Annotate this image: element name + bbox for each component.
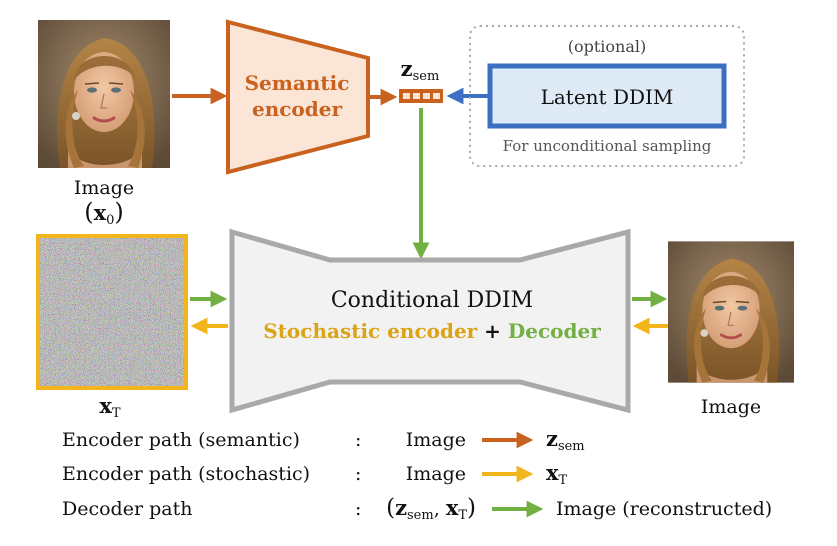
semantic-encoder-line1: Semantic	[245, 71, 350, 95]
conditional-ddim-subtitle: Stochastic encoder + Decoder	[263, 319, 601, 343]
latent-ddim-block	[487, 63, 727, 129]
legend-row1-to: zsem	[546, 426, 585, 454]
input-image-math: (x0)	[84, 198, 124, 228]
semantic-encoder-line2: encoder	[252, 97, 342, 121]
legend-row3-label: Decoder path	[62, 498, 192, 520]
optional-region	[469, 25, 745, 167]
legend-row3-colon: :	[355, 498, 361, 520]
legend: Encoder path (semantic) : Image zsem Enc…	[62, 426, 772, 523]
conditional-ddim-block	[229, 228, 631, 414]
legend-row2-to: xT	[546, 460, 568, 488]
legend-row2-from: Image	[406, 463, 466, 485]
input-image	[38, 20, 170, 168]
legend-row3-to: Image (reconstructed)	[556, 498, 772, 520]
legend-row1-label: Encoder path (semantic)	[62, 429, 300, 451]
input-image-label: Image	[74, 177, 134, 199]
noise-image-frame	[36, 234, 188, 390]
legend-row2-label: Encoder path (stochastic)	[62, 463, 310, 485]
latent-vector-icon	[399, 89, 443, 103]
output-image	[668, 239, 794, 385]
legend-row2-colon: :	[355, 463, 361, 485]
noise-label: xT	[99, 393, 121, 421]
latent-ddim-title: Latent DDIM	[541, 85, 674, 109]
semantic-encoder-block	[226, 19, 370, 175]
conditional-ddim-title: Conditional DDIM	[331, 288, 533, 313]
legend-row1-colon: :	[355, 429, 361, 451]
latent-label: zsem	[401, 56, 440, 84]
optional-caption: (optional)	[568, 37, 647, 56]
legend-row1-from: Image	[406, 429, 466, 451]
legend-row3-from: (zsem, xT)	[386, 495, 476, 523]
noise-image	[38, 236, 186, 388]
optional-note: For unconditional sampling	[503, 137, 712, 155]
output-image-label: Image	[701, 396, 761, 418]
